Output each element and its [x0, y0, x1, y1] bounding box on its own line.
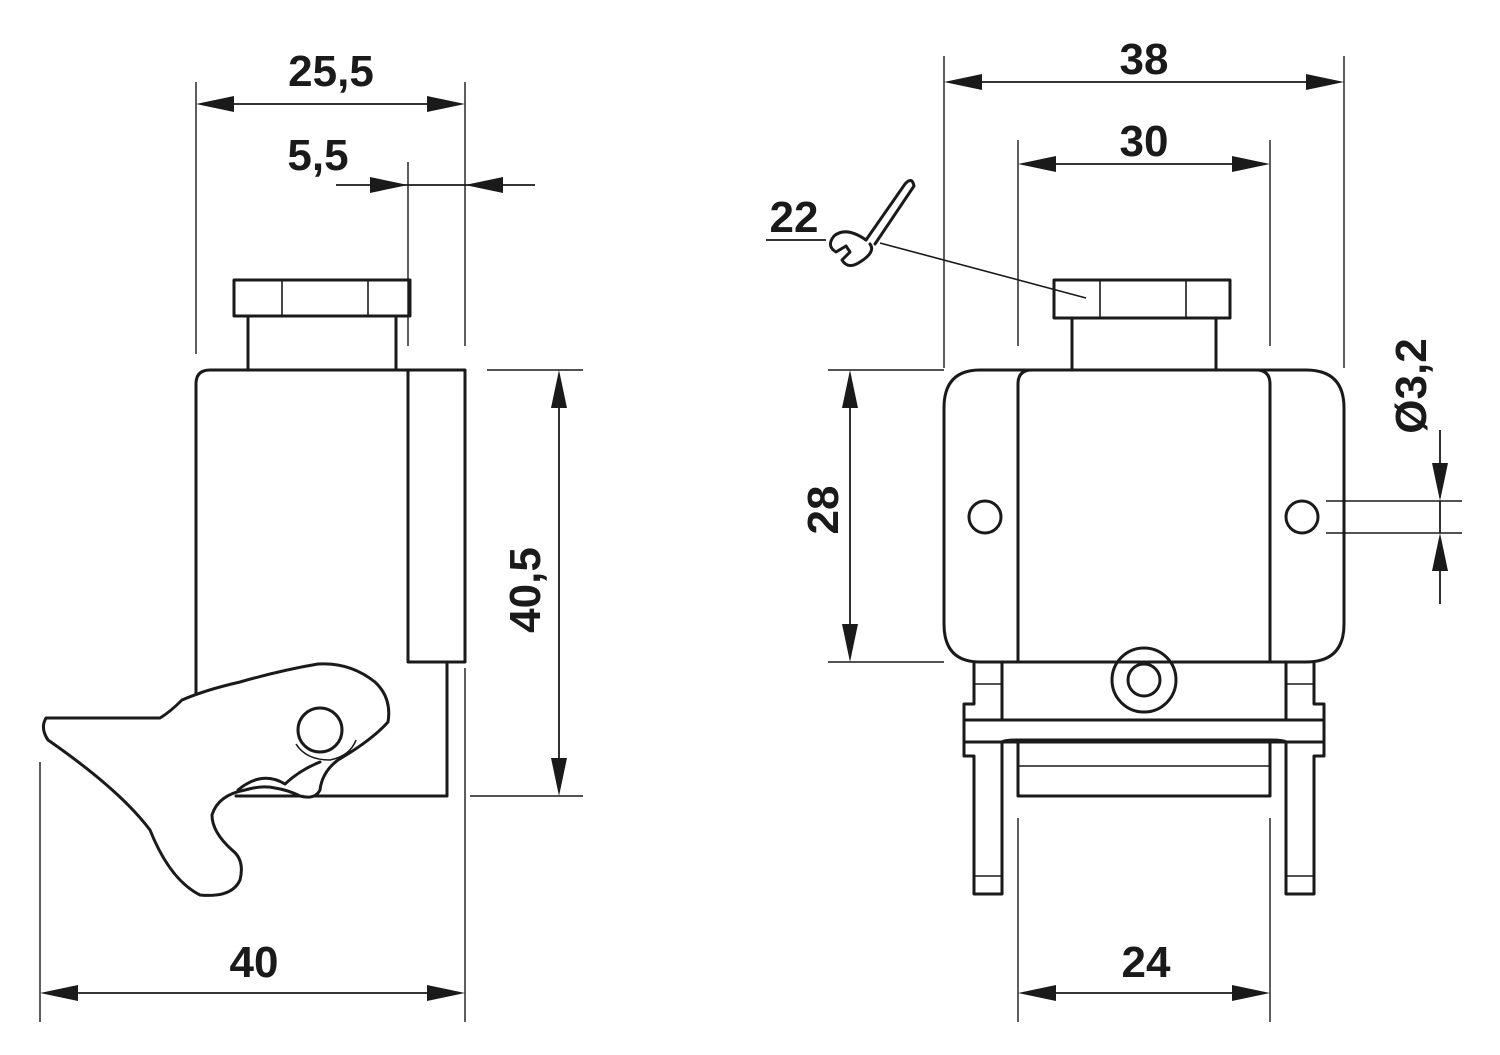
dim-arrow-38-left: [944, 74, 982, 90]
front-center-boss-inner: [1126, 662, 1162, 698]
dim-arrow-5-5-right: [465, 177, 503, 193]
dim-arrow-40-5-top: [551, 370, 567, 408]
dim-arrow-30-right: [1232, 156, 1270, 172]
side-gland-neck: [246, 314, 398, 372]
dim-arrow-24-left: [1018, 985, 1056, 1001]
dim-label-40: 40: [230, 938, 279, 987]
front-mounting-hole-left: [967, 499, 1003, 535]
front-nut: [1052, 278, 1232, 320]
dim-arrow-25-5-left: [196, 96, 234, 112]
dim-label-wrench-22: 22: [770, 193, 819, 242]
wrench-leader: [879, 242, 1087, 299]
front-mounting-hole-right: [1284, 499, 1320, 535]
dim-arrow-38-right: [1306, 74, 1344, 90]
front-lever-arm-right: [1268, 660, 1326, 896]
dim-arrow-hole-top: [1432, 463, 1448, 501]
dim-arrow-hole-bottom: [1432, 533, 1448, 571]
front-lever-arm-left: [962, 660, 1020, 896]
side-nut: [232, 278, 412, 318]
front-base-block: [1016, 738, 1272, 798]
dim-arrow-28-top: [842, 370, 858, 408]
dim-arrow-40-right: [427, 985, 465, 1001]
dim-arrow-40-5-bottom: [551, 758, 567, 796]
dim-arrow-30-left: [1018, 156, 1056, 172]
side-locking-lever: [41, 662, 391, 897]
side-lever-pivot: [296, 706, 344, 754]
front-housing-body: [942, 368, 1346, 664]
dim-arrow-24-right: [1232, 985, 1270, 1001]
front-view: 22 38 30 28 Ø3,2: [766, 35, 1462, 1022]
dim-arrow-28-bottom: [842, 624, 858, 662]
dim-arrow-25-5-right: [427, 96, 465, 112]
front-gland-neck: [1070, 316, 1218, 372]
dim-label-38: 38: [1120, 35, 1169, 84]
side-lever-pivot-ring: [295, 739, 357, 761]
dim-label-40-5: 40,5: [501, 547, 550, 633]
dim-label-28: 28: [799, 486, 848, 535]
wrench-icon: [829, 179, 916, 267]
side-view: 25,5 5,5 40,5 40: [39, 47, 583, 1022]
front-center-boss: [1110, 646, 1178, 714]
front-housing-center-panel: [1016, 368, 1272, 664]
side-lever-cam: [236, 760, 322, 792]
dim-label-30: 30: [1120, 117, 1169, 166]
dim-label-hole-diameter: Ø3,2: [1387, 338, 1436, 433]
dim-label-25-5: 25,5: [288, 47, 374, 96]
dim-label-5-5: 5,5: [287, 131, 348, 180]
dim-label-24: 24: [1122, 938, 1171, 987]
dim-arrow-5-5-left: [370, 177, 408, 193]
dim-arrow-40-left: [40, 985, 78, 1001]
